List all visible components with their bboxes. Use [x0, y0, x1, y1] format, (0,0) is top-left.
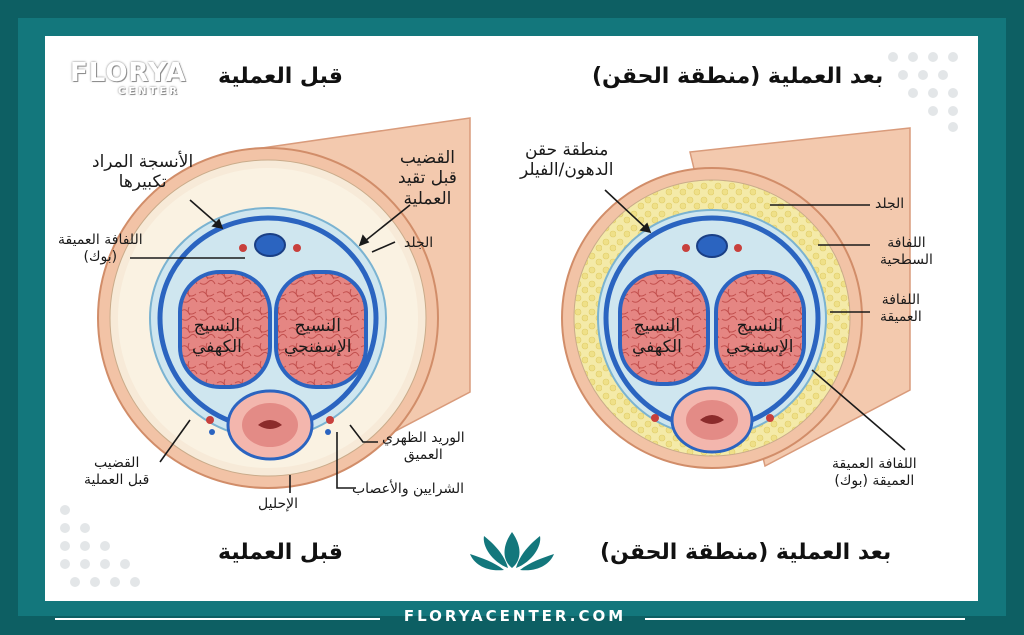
before-title-bottom: قبل العملية — [218, 540, 343, 565]
after-leader-lines — [604, 189, 906, 451]
label-urethra: الإحليل — [258, 496, 298, 512]
footer-line-right — [645, 618, 965, 620]
label-skin-before: الجلد — [404, 235, 434, 251]
after-cross-section — [561, 127, 911, 469]
label-target-tissue: الأنسجة المراد تكبيرها — [92, 152, 194, 193]
label-injection-zone: منطقة حقن الدهون/الفيلر — [520, 140, 614, 181]
label-arteries-nerves: الشرايين والأعصاب — [352, 481, 465, 497]
label-deep-fascia-buck: اللفافة العميقة العميقة (بوك) — [832, 456, 917, 489]
label-spongy-after: النسيج الإسفنجي — [726, 316, 794, 358]
before-leader-lines — [130, 199, 411, 493]
before-cross-section — [97, 117, 471, 489]
label-skin-after: الجلد — [875, 196, 905, 212]
brand-logo-sub: CENTER — [118, 86, 180, 97]
footer-line-left — [55, 618, 380, 620]
label-penis-before-bottom: القضيب قبل العملية — [84, 455, 150, 488]
label-deep-fascia: اللفافة العميقة (بوك) — [58, 232, 143, 265]
before-title-top: قبل العملية — [218, 64, 343, 89]
label-deep-dorsal-vein: الوريد الظهري العميق — [382, 430, 465, 463]
label-cavernous-before: النسيج الكهفي — [192, 316, 242, 358]
label-spongy-before: النسيج الإسفنجي — [284, 316, 352, 358]
footer-url[interactable]: FLORYACENTER.COM — [403, 607, 627, 625]
after-title-top: بعد العملية (منطقة الحقن) — [592, 64, 884, 89]
label-deep-fascia-after: اللفافة العميقة — [880, 292, 922, 325]
after-title-bottom: بعد العملية (منطقة الحقن) — [600, 540, 892, 565]
brand-leaf-icon — [470, 532, 554, 571]
label-cavernous-after: النسيج الكهفي — [632, 316, 682, 358]
brand-logo: FLORYA — [70, 58, 187, 88]
label-penis-before-top: القضيب قبل تقيد العملية — [398, 148, 457, 209]
label-superficial-fascia: اللفافة السطحية — [880, 235, 933, 268]
